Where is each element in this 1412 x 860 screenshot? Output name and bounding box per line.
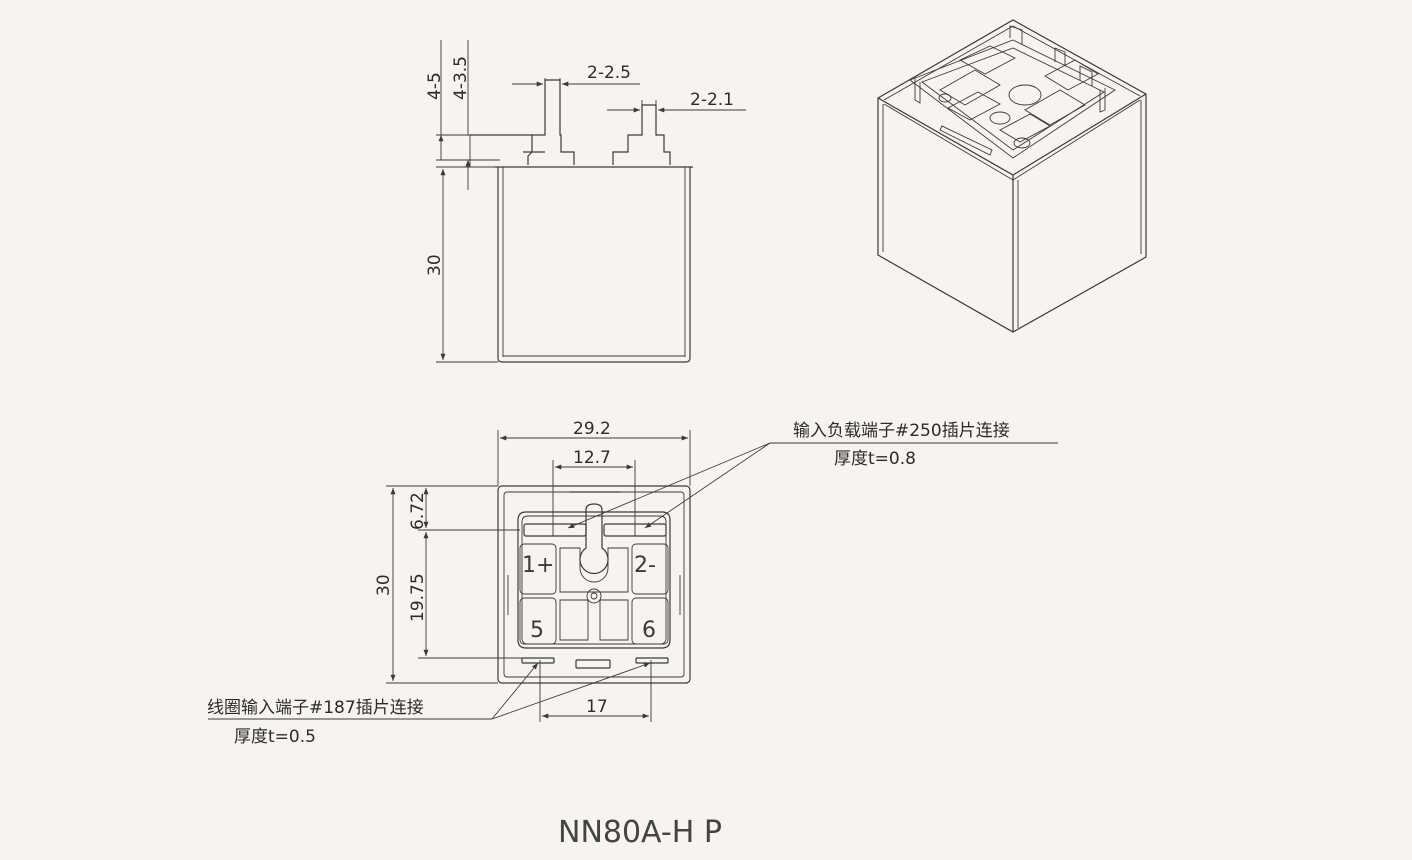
pin-label-6: 6: [642, 618, 656, 643]
coil-terminal-note: 线圈输入端子#187插片连接: [207, 698, 424, 718]
dim-pin-short-label: 4-3.5: [451, 56, 471, 100]
dim-body-height-label: 30: [425, 254, 445, 276]
dim-coil-spacing-label: 17: [586, 697, 608, 717]
pin-label-2: 2-: [634, 553, 656, 578]
coil-terminal-thickness: 厚度t=0.5: [234, 727, 316, 747]
dim-pin-width-2-label: 2-2.1: [690, 90, 734, 110]
dim-pin-long-label: 4-5: [425, 72, 445, 100]
dim-pin-width-1: 2-2.5: [512, 63, 640, 135]
dim-overall-width: 29.2: [497, 419, 691, 486]
load-terminal-leader: [567, 442, 1058, 529]
pin-label-5: 5: [530, 618, 544, 643]
dim-pin-width-2: 2-2.1: [607, 90, 746, 135]
dim-top-offset-label: 6.72: [408, 492, 428, 530]
dim-overall-width-label: 29.2: [573, 419, 611, 439]
dim-pin-pitch-vertical-label: 19.75: [408, 573, 428, 622]
dim-overall-height: 30: [374, 485, 498, 684]
side-view: 4-5 4-3.5 30 2-2.5 2-2.1: [425, 40, 746, 363]
dim-overall-height-label: 30: [374, 574, 394, 596]
model-name: NN80A-H P: [558, 815, 722, 850]
pin-label-1: 1+: [522, 553, 554, 578]
dim-pin-length: 4-5 4-3.5: [425, 40, 545, 190]
dim-pin-width-1-label: 2-2.5: [587, 63, 631, 83]
dim-body-height: 30: [425, 166, 498, 363]
dim-pin-pitch-vertical: 19.75: [408, 532, 522, 659]
dim-top-offset: 6.72: [408, 488, 520, 531]
dim-coil-spacing: 17: [539, 660, 652, 722]
bottom-view: 1+ 2- 5 6 29.2 12.7 30: [208, 419, 1058, 722]
dim-load-spacing-label: 12.7: [573, 448, 611, 468]
load-terminal-note: 输入负载端子#250插片连接: [793, 421, 1010, 441]
dim-load-spacing: 12.7: [552, 448, 636, 536]
isometric-view: [877, 19, 1147, 333]
load-terminal-thickness: 厚度t=0.8: [834, 449, 916, 469]
coil-terminal-leader: [208, 662, 651, 720]
